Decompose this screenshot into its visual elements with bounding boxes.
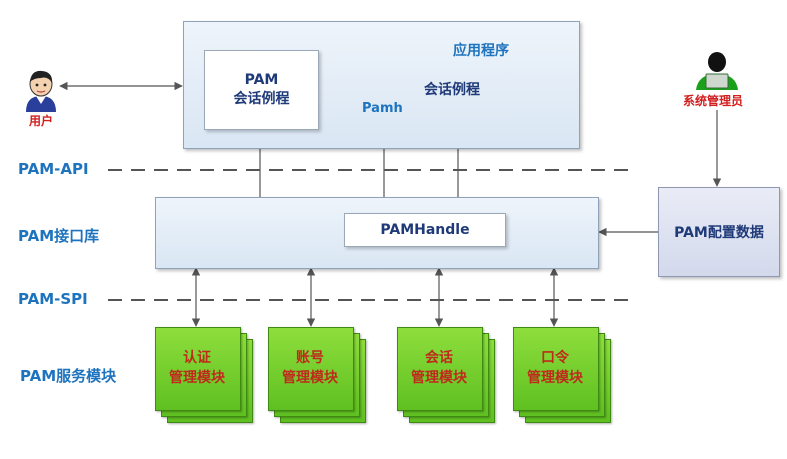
- module-auth-line2: 管理模块: [169, 370, 225, 386]
- pam-session-line2: 会话例程: [233, 91, 290, 107]
- pam-api-label: PAM-API: [18, 160, 89, 178]
- module-password-line1: 口令: [541, 350, 569, 366]
- module-session-line2: 管理模块: [411, 370, 467, 386]
- pamh-label: Pamh: [362, 101, 403, 116]
- application-title: 应用程序: [453, 43, 509, 59]
- module-account-line2: 管理模块: [282, 370, 338, 386]
- pam-handle-box: PAMHandle: [344, 213, 506, 247]
- module-session: 会话 管理模块: [397, 327, 497, 427]
- module-session-line1: 会话: [425, 350, 453, 366]
- module-password-line2: 管理模块: [527, 370, 583, 386]
- pam-session-routine-box: PAM 会话例程: [204, 50, 319, 130]
- module-auth: 认证 管理模块: [155, 327, 255, 427]
- module-account-line1: 账号: [296, 350, 324, 366]
- module-account: 账号 管理模块: [268, 327, 368, 427]
- module-auth-line1: 认证: [183, 350, 211, 366]
- pam-session-line1: PAM: [244, 72, 279, 88]
- pam-config-box: PAM配置数据: [658, 187, 780, 277]
- pam-library-label: PAM接口库: [18, 227, 100, 245]
- session-routine-label: 会话例程: [424, 82, 480, 98]
- user-icon: [26, 70, 56, 112]
- admin-icon: [696, 52, 738, 90]
- pam-handle-label: PAMHandle: [380, 222, 470, 238]
- pam-config-label: PAM配置数据: [674, 225, 764, 241]
- admin-label: 系统管理员: [683, 94, 744, 108]
- pam-spi-label: PAM-SPI: [18, 290, 88, 308]
- user-label: 用户: [29, 114, 54, 128]
- module-password: 口令 管理模块: [513, 327, 613, 427]
- pam-modules-label: PAM服务模块: [20, 367, 117, 385]
